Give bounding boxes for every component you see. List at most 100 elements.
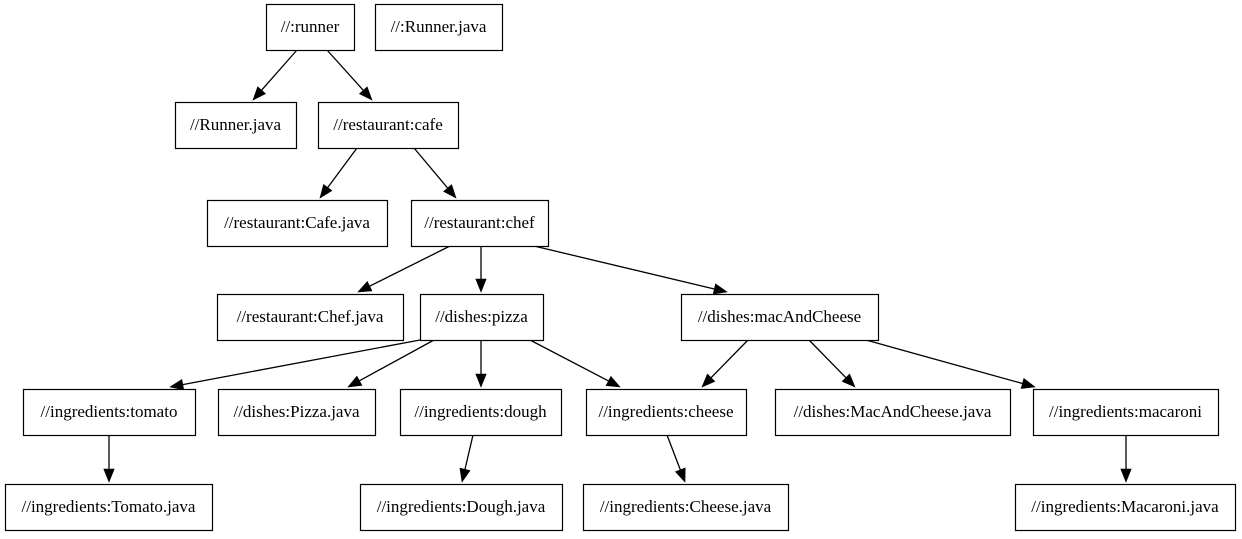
graph-node-ingredients_macaroni_java[interactable]: //ingredients:Macaroni.java <box>1014 483 1237 532</box>
arrowhead-icon <box>319 183 333 199</box>
graph-node-ingredients_cheese[interactable]: //ingredients:cheese <box>585 388 748 437</box>
node-label: //ingredients:tomato <box>41 402 178 421</box>
graph-node-ingredients_dough_java[interactable]: //ingredients:Dough.java <box>359 483 564 532</box>
graph-node-ingredients_macaroni[interactable]: //ingredients:macaroni <box>1032 388 1220 437</box>
graph-edge <box>326 49 373 101</box>
node-label: //dishes:Pizza.java <box>233 402 360 421</box>
node-box[interactable] <box>774 388 1012 437</box>
node-label: //Runner.java <box>190 115 282 134</box>
arrowhead-icon <box>443 184 457 199</box>
arrowhead-icon <box>475 373 487 388</box>
graph-node-dishes_macandcheese[interactable]: //dishes:macAndCheese <box>680 293 880 342</box>
arrowhead-icon <box>701 373 716 388</box>
node-label: //restaurant:cafe <box>333 115 443 134</box>
graph-node-restaurant_chef_java[interactable]: //restaurant:Chef.java <box>216 293 405 342</box>
graph-node-dishes_macandcheese_java[interactable]: //dishes:MacAndCheese.java <box>774 388 1012 437</box>
edge-line <box>666 434 681 471</box>
graph-edge <box>252 49 298 101</box>
graph-node-runner_java[interactable]: //Runner.java <box>174 101 298 150</box>
node-label: //ingredients:dough <box>414 402 547 421</box>
graph-node-root_runner_java[interactable]: //:Runner.java <box>374 3 504 52</box>
node-label: //restaurant:Cafe.java <box>224 213 370 232</box>
arrowhead-icon <box>1120 468 1132 483</box>
graph-node-restaurant_cafe_java[interactable]: //restaurant:Cafe.java <box>206 199 389 248</box>
arrowhead-icon <box>712 283 728 295</box>
edge-line <box>327 147 358 188</box>
graph-edge <box>529 339 621 388</box>
node-box[interactable] <box>680 293 880 342</box>
graph-node-restaurant_chef[interactable]: //restaurant:chef <box>410 199 550 248</box>
arrowhead-icon <box>347 375 363 388</box>
node-box[interactable] <box>206 199 389 248</box>
graph-edge <box>865 339 1036 389</box>
arrowhead-icon <box>841 373 856 388</box>
edge-line <box>464 434 474 470</box>
graph-edge <box>347 339 435 388</box>
edge-line <box>369 245 451 287</box>
node-label: //dishes:macAndCheese <box>698 307 861 326</box>
graph-node-dishes_pizza_java[interactable]: //dishes:Pizza.java <box>217 388 377 437</box>
node-box[interactable] <box>265 3 356 52</box>
node-box[interactable] <box>374 3 504 52</box>
node-label: //dishes:pizza <box>435 307 528 326</box>
arrowhead-icon <box>459 467 471 483</box>
edges-layer <box>103 49 1132 483</box>
graph-edge <box>666 434 686 483</box>
node-box[interactable] <box>317 101 460 150</box>
graph-node-ingredients_tomato[interactable]: //ingredients:tomato <box>22 388 197 437</box>
edge-line <box>710 339 749 379</box>
graph-edge <box>169 339 421 391</box>
arrowhead-icon <box>475 278 487 293</box>
edge-line <box>261 49 298 91</box>
graph-node-ingredients_dough[interactable]: //ingredients:dough <box>399 388 563 437</box>
graph-edge <box>475 246 487 293</box>
arrowhead-icon <box>674 467 686 483</box>
node-label: //ingredients:macaroni <box>1049 402 1202 421</box>
node-label: //ingredients:Dough.java <box>377 497 546 516</box>
graph-edge <box>1120 435 1132 483</box>
node-box[interactable] <box>1014 483 1237 532</box>
graph-node-dishes_pizza[interactable]: //dishes:pizza <box>419 293 545 342</box>
graph-edge <box>475 340 487 388</box>
node-box[interactable] <box>582 483 790 532</box>
node-box[interactable] <box>1032 388 1220 437</box>
arrowhead-icon <box>605 375 621 388</box>
node-label: //restaurant:chef <box>424 213 535 232</box>
graph-node-ingredients_cheese_java[interactable]: //ingredients:Cheese.java <box>582 483 790 532</box>
node-box[interactable] <box>399 388 563 437</box>
arrowhead-icon <box>169 378 185 391</box>
node-label: //restaurant:Chef.java <box>237 307 384 326</box>
edge-line <box>326 49 364 91</box>
node-box[interactable] <box>217 388 377 437</box>
node-box[interactable] <box>174 101 298 150</box>
arrowhead-icon <box>358 86 373 101</box>
edge-line <box>182 339 421 386</box>
nodes-layer: //:runner //:Runner.java //Runner.java //re… <box>4 3 1237 532</box>
graph-node-restaurant_cafe[interactable]: //restaurant:cafe <box>317 101 460 150</box>
graph-edge <box>319 147 358 199</box>
graph-edge <box>413 147 457 199</box>
graph-node-ingredients_tomato_java[interactable]: //ingredients:Tomato.java <box>4 483 214 532</box>
graph-edge <box>103 435 115 483</box>
graph-node-runner[interactable]: //:runner <box>265 3 356 52</box>
node-label: //:Runner.java <box>391 17 487 36</box>
node-box[interactable] <box>410 199 550 248</box>
node-label: //ingredients:Tomato.java <box>22 497 196 516</box>
node-box[interactable] <box>22 388 197 437</box>
node-label: //:runner <box>281 17 340 36</box>
arrowhead-icon <box>103 468 115 483</box>
edge-line <box>808 339 847 379</box>
edge-line <box>865 339 1023 385</box>
node-box[interactable] <box>585 388 748 437</box>
node-label: //ingredients:cheese <box>598 402 733 421</box>
node-box[interactable] <box>359 483 564 532</box>
node-box[interactable] <box>419 293 545 342</box>
node-box[interactable] <box>216 293 405 342</box>
node-box[interactable] <box>4 483 214 532</box>
edge-line <box>533 245 715 290</box>
arrowhead-icon <box>252 86 267 101</box>
edge-line <box>359 339 435 382</box>
graph-edge <box>808 339 856 388</box>
